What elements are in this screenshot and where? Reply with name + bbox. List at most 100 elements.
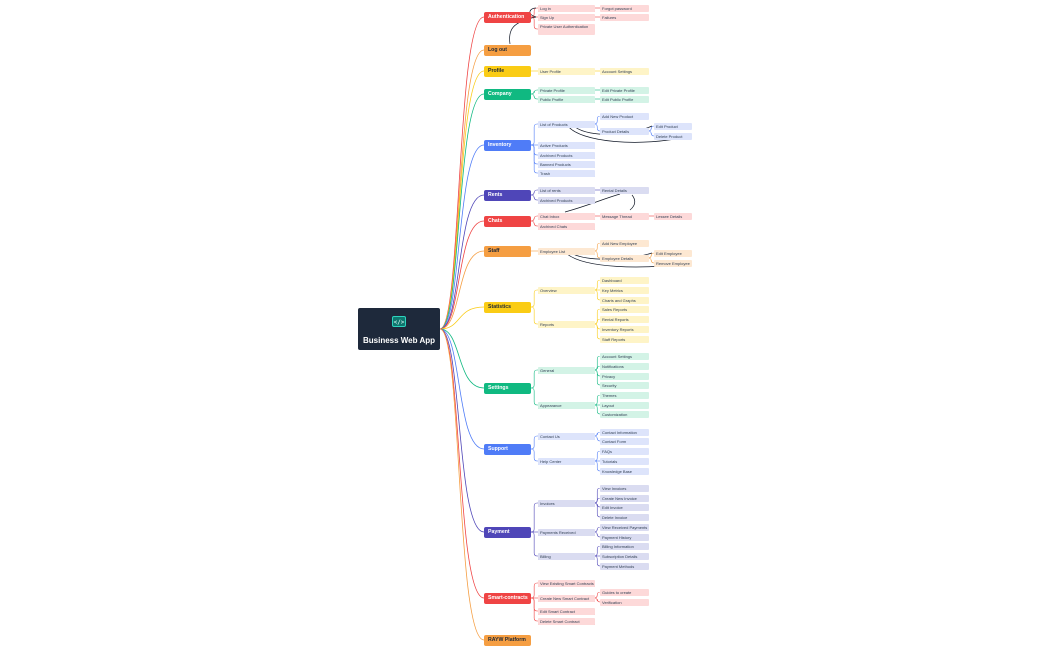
node-appearance[interactable]: Appearance xyxy=(538,401,595,409)
node-dashboard[interactable]: Dashboard xyxy=(600,276,649,284)
node-sales-reports[interactable]: Sales Reports xyxy=(600,305,649,313)
node-rental-reports[interactable]: Rental Reports xyxy=(600,315,649,323)
node-payments-received[interactable]: Payments Received xyxy=(538,528,595,536)
node-inventory-reports[interactable]: Inventory Reports xyxy=(600,325,649,333)
node-archived-products[interactable]: Archived Products xyxy=(538,196,595,204)
category-smart-contracts[interactable]: Smart-contracts xyxy=(484,592,531,604)
node-contact-information[interactable]: Contact Information xyxy=(600,428,649,436)
category-statistics[interactable]: Statistics xyxy=(484,301,531,313)
node-rental-details[interactable]: Rental Details xyxy=(600,186,649,194)
node-guides-to-create[interactable]: Guides to create xyxy=(600,588,649,596)
node-subscription-details[interactable]: Subscription Details xyxy=(600,552,649,560)
connector-line xyxy=(531,220,538,227)
node-view-invoices[interactable]: View Invoices xyxy=(600,484,649,492)
node-notifications[interactable]: Notifications xyxy=(600,362,649,370)
category-staff[interactable]: Staff xyxy=(484,245,531,257)
node-banned-products[interactable]: Banned Products xyxy=(538,160,595,168)
node-knowledge-base[interactable]: Knowledge Base xyxy=(600,467,649,475)
node-forgot-password[interactable]: Forgot password xyxy=(600,4,649,12)
node-contact-form[interactable]: Contact Form xyxy=(600,437,649,445)
node-add-new-employee[interactable]: Add New Employee xyxy=(600,239,649,247)
node-edit-product[interactable]: Edit Product xyxy=(654,122,692,130)
node-verification[interactable]: Verification xyxy=(600,598,649,606)
node-employee-list[interactable]: Employee List xyxy=(538,247,595,255)
category-settings[interactable]: Settings xyxy=(484,382,531,394)
node-charts-and-graphs[interactable]: Charts and Graphs xyxy=(600,296,649,304)
connector-line xyxy=(531,89,538,95)
node-payment-methods[interactable]: Payment Methods xyxy=(600,562,649,570)
category-inventory[interactable]: Inventory xyxy=(484,139,531,151)
node-product-details[interactable]: Product Details xyxy=(600,127,649,135)
node-general[interactable]: General xyxy=(538,366,595,374)
connector-line xyxy=(594,115,601,125)
category-support[interactable]: Support xyxy=(484,443,531,455)
node-contact-us[interactable]: Contact Us xyxy=(538,432,595,440)
node-employee-details[interactable]: Employee Details xyxy=(600,254,649,262)
node-privacy[interactable]: Privacy xyxy=(600,372,649,380)
connector-line xyxy=(594,365,601,371)
category-rents[interactable]: Rents xyxy=(484,189,531,201)
node-public-profile[interactable]: Public Profile xyxy=(538,95,595,103)
node-edit-employee[interactable]: Edit Employee xyxy=(654,249,692,257)
node-account-settings[interactable]: Account Settings xyxy=(600,352,649,360)
node-create-new-smart-contract[interactable]: Create New Smart Contract xyxy=(538,594,595,602)
node-failures[interactable]: Failures xyxy=(600,13,649,21)
connector-line xyxy=(594,431,601,437)
node-private-profile[interactable]: Private Profile xyxy=(538,86,595,94)
connector-line xyxy=(531,582,538,599)
category-rayw-platform[interactable]: RAYW Platform xyxy=(484,634,531,646)
connector-line xyxy=(594,460,601,472)
node-lessee-details[interactable]: Lessee Details xyxy=(654,212,692,220)
connector-line xyxy=(439,16,485,330)
node-log-in[interactable]: Log in xyxy=(538,4,595,12)
node-overview[interactable]: Overview xyxy=(538,286,595,294)
node-edit-invoice[interactable]: Edit Invoice xyxy=(600,503,649,511)
node-edit-smart-contract[interactable]: Edit Smart Contract xyxy=(538,607,595,615)
node-layout[interactable]: Layout xyxy=(600,401,649,409)
node-private-user-authentication[interactable]: Private User Authentication xyxy=(538,23,595,35)
node-trash[interactable]: Trash xyxy=(538,169,595,177)
node-invoices[interactable]: Invoices xyxy=(538,499,595,507)
node-archived-products[interactable]: Archived Products xyxy=(538,151,595,159)
node-reports[interactable]: Reports xyxy=(538,320,595,328)
category-company[interactable]: Company xyxy=(484,88,531,100)
connector-line xyxy=(648,125,655,132)
node-active-products[interactable]: Active Products xyxy=(538,141,595,149)
node-staff-reports[interactable]: Staff Reports xyxy=(600,335,649,343)
category-payment[interactable]: Payment xyxy=(484,526,531,538)
node-list-of-products[interactable]: List of Products xyxy=(538,120,595,128)
node-delete-invoice[interactable]: Delete Invoice xyxy=(600,513,649,521)
node-sign-up[interactable]: Sign Up xyxy=(538,13,595,21)
node-message-thread[interactable]: Message Thread xyxy=(600,212,649,220)
node-faqs[interactable]: FAQs xyxy=(600,447,649,455)
category-profile[interactable]: Profile xyxy=(484,65,531,77)
node-chat-inbox[interactable]: Chat Inbox xyxy=(538,212,595,220)
node-user-profile[interactable]: User Profile xyxy=(538,67,595,75)
node-list-of-rents[interactable]: List of rents xyxy=(538,186,595,194)
node-edit-public-profile[interactable]: Edit Public Profile xyxy=(600,95,649,103)
node-account-settings[interactable]: Account Settings xyxy=(600,67,649,75)
node-help-center[interactable]: Help Center xyxy=(538,457,595,465)
node-themes[interactable]: Themes xyxy=(600,391,649,399)
category-log-out[interactable]: Log out xyxy=(484,44,531,56)
node-create-new-invoice[interactable]: Create New Invoice xyxy=(600,494,649,502)
node-delete-product[interactable]: Delete Product xyxy=(654,132,692,140)
node-add-new-product[interactable]: Add New Product xyxy=(600,112,649,120)
node-payment-history[interactable]: Payment History xyxy=(600,533,649,541)
node-customization[interactable]: Customization xyxy=(600,410,649,418)
node-archived-chats[interactable]: Archived Chats xyxy=(538,222,595,230)
category-chats[interactable]: Chats xyxy=(484,215,531,227)
root-node[interactable]: </> Business Web App xyxy=(358,308,440,350)
category-authentication[interactable]: Authentication xyxy=(484,11,531,23)
node-billing-information[interactable]: Billing Information xyxy=(600,542,649,550)
connector-line xyxy=(648,257,655,264)
node-view-received-payments[interactable]: View Received Payments xyxy=(600,523,649,531)
node-delete-smart-contract[interactable]: Delete Smart Contract xyxy=(538,617,595,625)
node-tutorials[interactable]: Tutorials xyxy=(600,457,649,465)
node-key-metrics[interactable]: Key Metrics xyxy=(600,286,649,294)
node-view-existing-smart-contracts[interactable]: View Existing Smart Contracts xyxy=(538,579,595,587)
node-security[interactable]: Security xyxy=(600,381,649,389)
node-billing[interactable]: Billing xyxy=(538,552,595,560)
node-remove-employee[interactable]: Remove Employee xyxy=(654,259,692,267)
node-edit-private-profile[interactable]: Edit Private Profile xyxy=(600,86,649,94)
